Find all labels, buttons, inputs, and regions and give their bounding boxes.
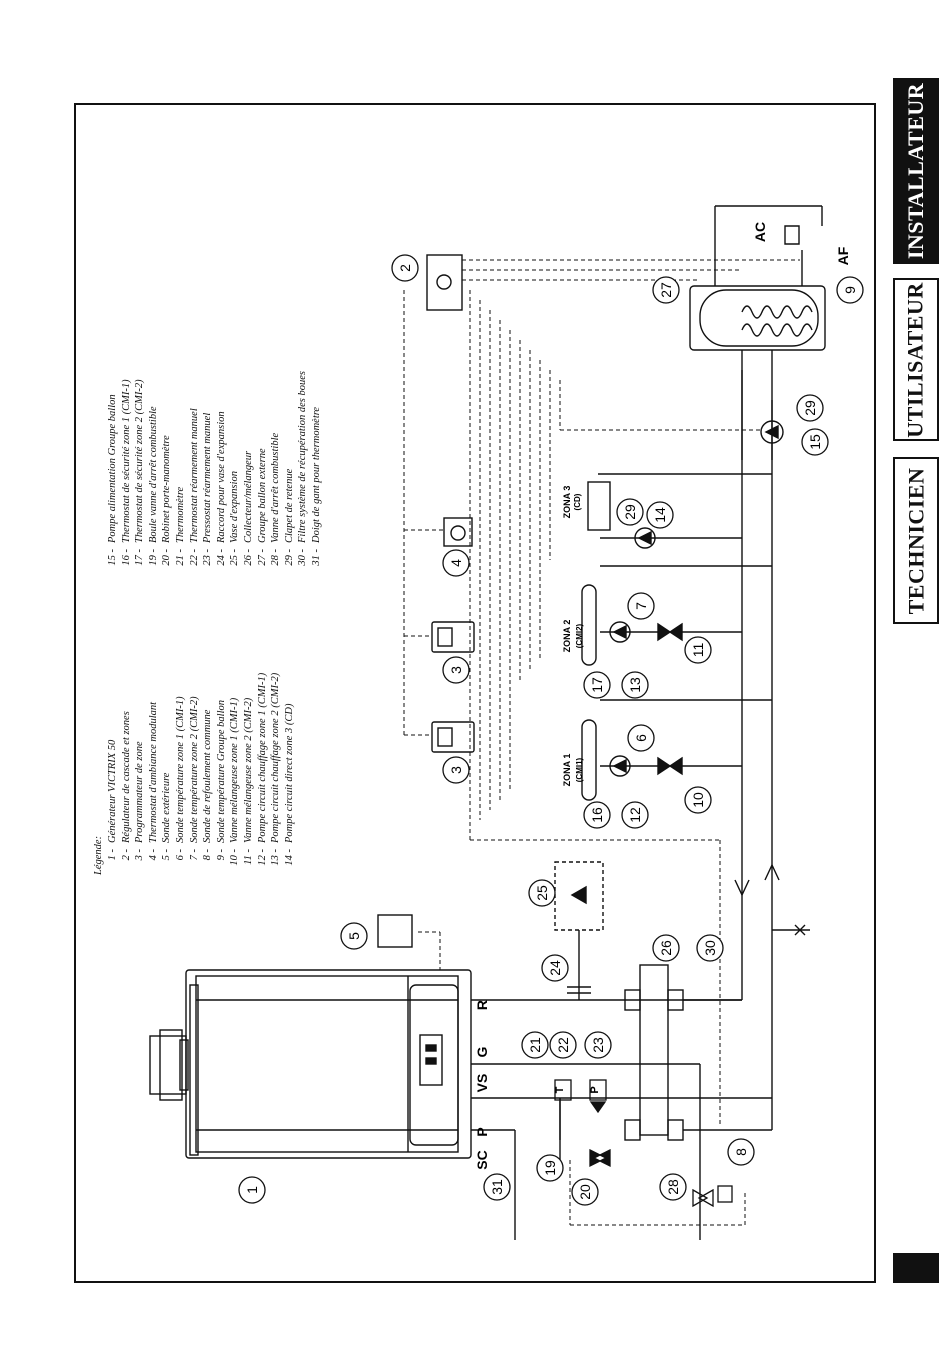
callout-6: 6 <box>627 724 655 752</box>
boiler-generator <box>149 969 472 1159</box>
callout-number: 8 <box>733 1148 749 1156</box>
callout-number: 26 <box>658 940 674 956</box>
callout-number: 27 <box>658 282 674 298</box>
safety-devices <box>554 1079 733 1208</box>
callout-1: 1 <box>238 1176 266 1204</box>
callout-24: 24 <box>541 954 569 982</box>
callout-28: 28 <box>659 1173 687 1201</box>
page-marker <box>893 1253 939 1283</box>
label-zona1-sub: (CMI1) <box>575 757 584 782</box>
callout-21: 21 <box>521 1031 549 1059</box>
callout-10: 10 <box>684 786 712 814</box>
tab-installateur[interactable]: INSTALLATEUR <box>893 78 939 264</box>
control-wiring <box>403 259 800 1226</box>
callout-31: 31 <box>483 1173 511 1201</box>
callout-5: 5 <box>340 922 368 950</box>
label-r: R <box>474 1000 490 1010</box>
callout-number: 14 <box>652 507 668 523</box>
tab-technicien[interactable]: TECHNICIEN <box>893 457 939 624</box>
callout-number: 9 <box>842 286 858 294</box>
label-ac: AC <box>752 222 768 242</box>
tab-utilisateur[interactable]: UTILISATEUR <box>893 278 939 441</box>
callout-27: 27 <box>652 276 680 304</box>
callout-number: 7 <box>633 602 649 610</box>
callout-number: 25 <box>534 885 550 901</box>
callout-number: 17 <box>589 677 605 693</box>
callout-number: 1 <box>244 1186 260 1194</box>
callout-number: 13 <box>627 677 643 693</box>
callout-4: 4 <box>442 549 470 577</box>
callout-22: 22 <box>549 1031 577 1059</box>
label-zona3-sub: (CD) <box>573 493 582 510</box>
callout-number: 21 <box>527 1037 543 1053</box>
label-vs: VS <box>474 1074 490 1093</box>
callout-11: 11 <box>684 636 712 664</box>
zone-programmers <box>377 517 475 948</box>
callout-number: 23 <box>590 1037 606 1053</box>
callout-number: 22 <box>555 1037 571 1053</box>
callout-13: 13 <box>621 671 649 699</box>
label-p: P <box>474 1127 490 1136</box>
callout-number: 19 <box>542 1160 558 1176</box>
callout-number: 31 <box>489 1179 505 1195</box>
callout-29: 29 <box>616 498 644 526</box>
callout-2: 2 <box>391 254 419 282</box>
callout-23: 23 <box>584 1031 612 1059</box>
callout-number: 4 <box>448 559 464 567</box>
callout-3: 3 <box>442 756 470 784</box>
callout-number: 15 <box>807 434 823 450</box>
callout-7: 7 <box>627 592 655 620</box>
diagram-frame <box>74 103 876 1283</box>
label-layer: ZONA 1(CMI1) ZONA 2(CMI2) ZONA 3(CD) AC AF SC… <box>474 222 851 1170</box>
callout-26: 26 <box>652 934 680 962</box>
callout-number: 6 <box>633 734 649 742</box>
callout-12: 12 <box>621 801 649 829</box>
callout-number: 2 <box>397 264 413 272</box>
callout-number: 29 <box>802 400 818 416</box>
label-zona3: ZONA 3 <box>562 486 572 519</box>
callout-number: 3 <box>448 666 464 674</box>
callout-number: 12 <box>627 807 643 823</box>
label-zona2-sub: (CMI2) <box>575 623 584 648</box>
callout-15: 15 <box>801 428 829 456</box>
callout-number: 16 <box>589 807 605 823</box>
label-g: G <box>474 1046 490 1057</box>
callout-number: 28 <box>665 1179 681 1195</box>
label-zona1: ZONA 1 <box>562 754 572 787</box>
label-p-box: P <box>589 1086 601 1093</box>
callout-number: 24 <box>547 960 563 976</box>
label-af: AF <box>835 246 851 265</box>
callout-9: 9 <box>836 276 864 304</box>
callout-25: 25 <box>528 879 556 907</box>
callout-number: 5 <box>346 932 362 940</box>
callout-29: 29 <box>796 394 824 422</box>
callout-number: 11 <box>690 643 706 658</box>
callout-19: 19 <box>536 1154 564 1182</box>
callout-8: 8 <box>727 1138 755 1166</box>
label-sc: SC <box>474 1150 490 1169</box>
callout-number: 10 <box>690 792 706 808</box>
callout-20: 20 <box>571 1178 599 1206</box>
cascade-controller <box>426 254 463 311</box>
callout-14: 14 <box>646 501 674 529</box>
callout-16: 16 <box>583 801 611 829</box>
callout-number: 20 <box>577 1184 593 1200</box>
callout-3: 3 <box>442 656 470 684</box>
callout-number: 29 <box>622 504 638 520</box>
label-zona2: ZONA 2 <box>562 620 572 653</box>
callout-number: 30 <box>702 940 718 956</box>
pipework <box>471 205 826 1240</box>
callout-17: 17 <box>583 671 611 699</box>
label-t-box: T <box>554 1086 566 1093</box>
callout-number: 3 <box>448 766 464 774</box>
callout-30: 30 <box>696 934 724 962</box>
